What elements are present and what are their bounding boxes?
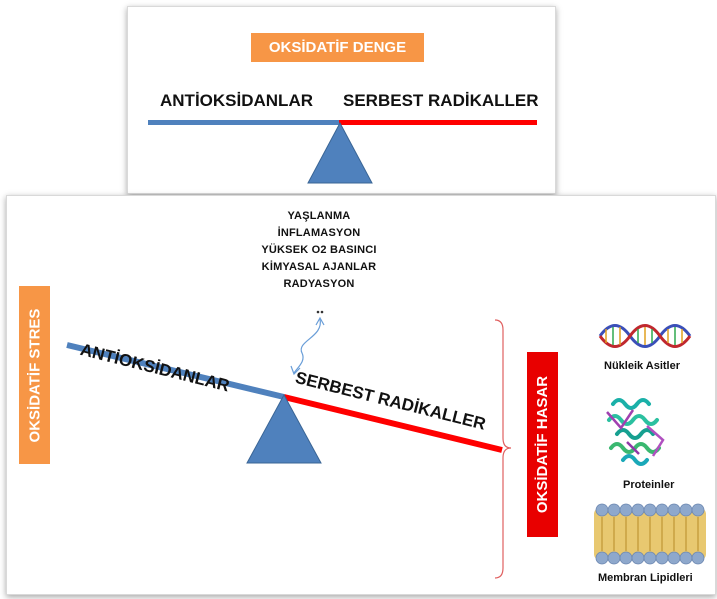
dna-icon	[598, 324, 692, 348]
oxidative-stress-text: OKSİDATİF STRES	[26, 308, 43, 442]
factor-inflammation: İNFLAMASYON	[277, 227, 361, 239]
oxidative-stress-label: OKSİDATİF STRES	[19, 286, 50, 464]
lipid-bilayer-icon	[594, 503, 706, 565]
free-radical-beam	[339, 120, 537, 125]
curved-arrow-icon	[290, 310, 325, 376]
factor-chemical-agents: KİMYASAL AJANLAR	[261, 261, 377, 273]
oxidative-damage-label: OKSİDATİF HASAR	[527, 352, 558, 537]
oxidative-balance-title: OKSİDATİF DENGE	[251, 33, 424, 62]
factor-aging: YAŞLANMA	[287, 210, 351, 222]
balance-fulcrum	[307, 122, 373, 184]
factor-radiation: RADYASYON	[283, 278, 355, 290]
antioxidant-beam	[148, 120, 339, 125]
antioxidants-label: ANTİOKSİDANLAR	[160, 91, 313, 110]
tilted-balance-beam	[66, 342, 503, 453]
membrane-lipids-label: Membran Lipidleri	[598, 572, 693, 584]
proteins-label: Proteinler	[623, 479, 675, 491]
tilted-fulcrum	[246, 394, 322, 464]
protein-icon	[606, 398, 665, 466]
oxidative-damage-text: OKSİDATİF HASAR	[534, 375, 552, 514]
free-radicals-label: SERBEST RADİKALLER	[343, 91, 539, 110]
nucleic-acids-label: Nükleik Asitler	[604, 360, 681, 372]
factor-high-o2-pressure: YÜKSEK O2 BASINCI	[261, 244, 377, 256]
bracket	[494, 319, 512, 579]
